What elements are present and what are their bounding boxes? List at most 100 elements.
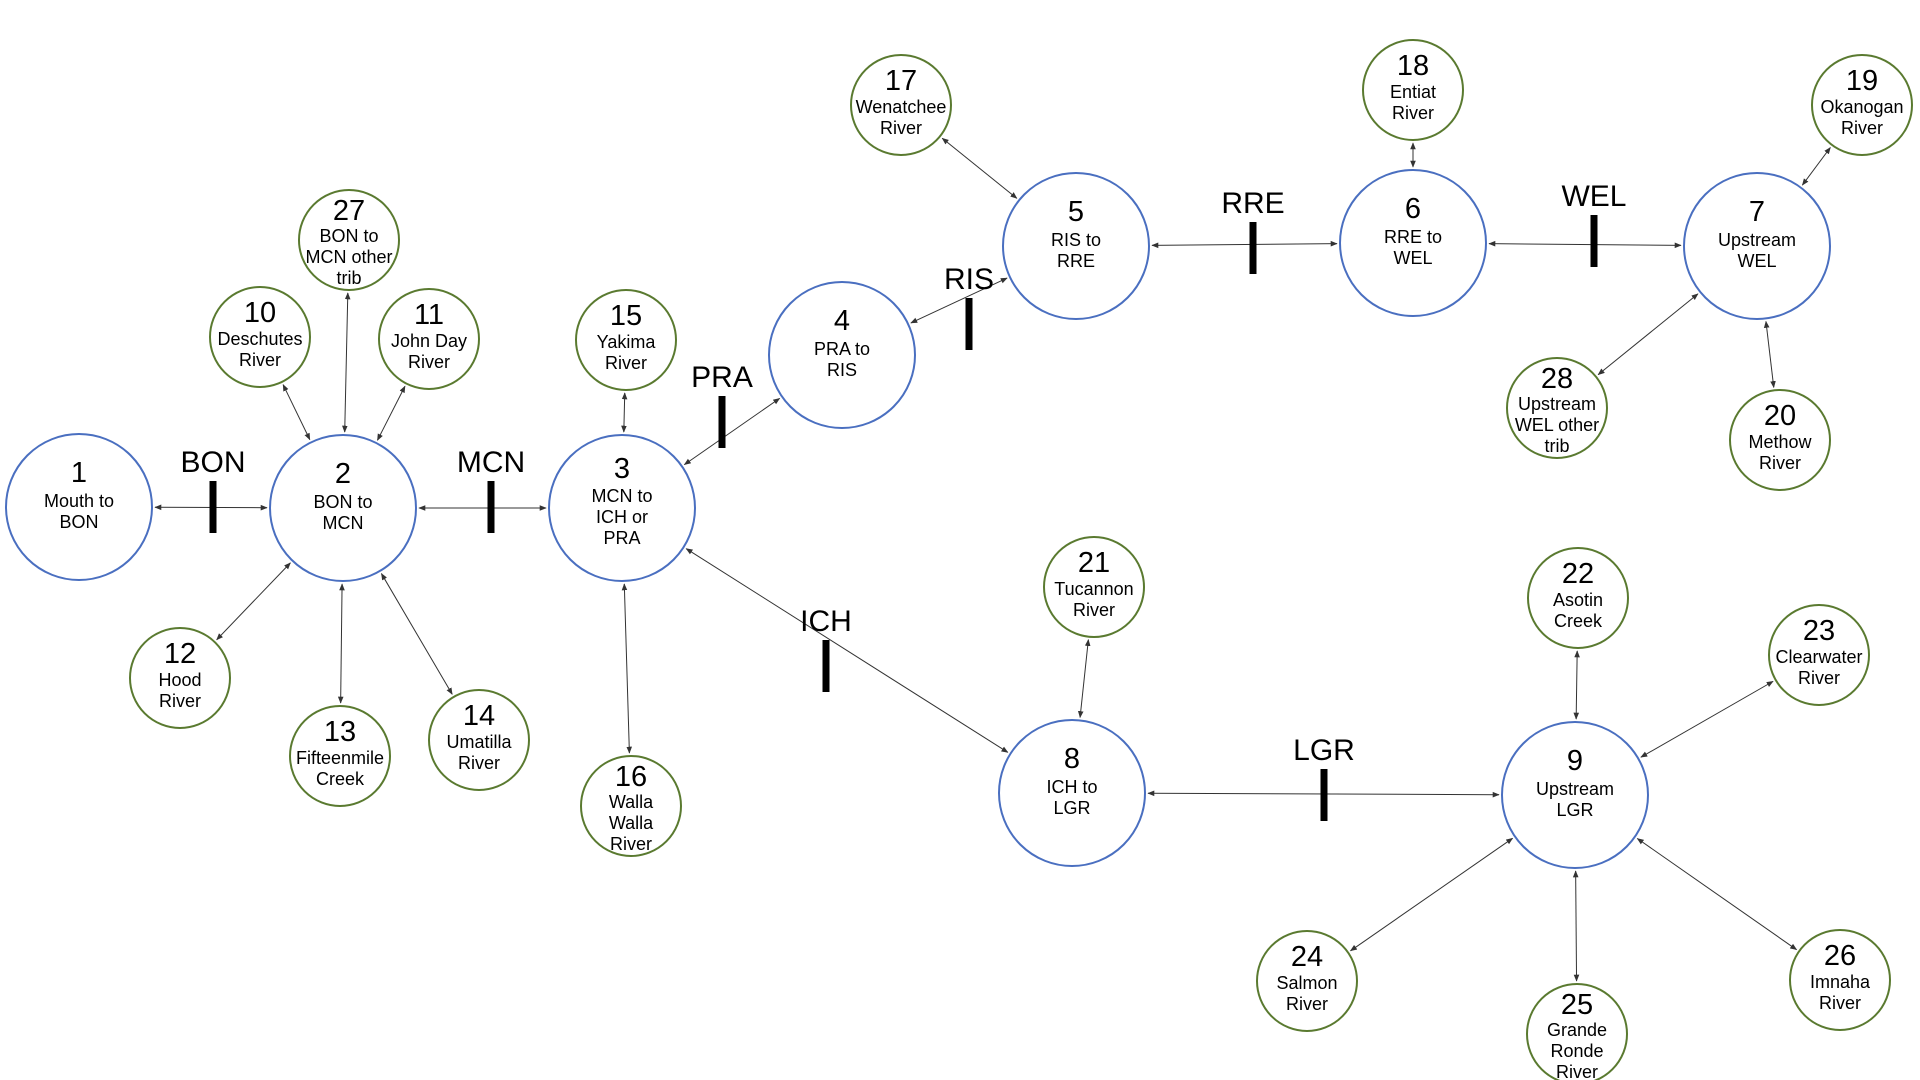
node-label-1-line-1: Mouth to [44,491,114,511]
node-number-21: 21 [1078,547,1110,579]
node-label-10-line-1: Deschutes [217,329,302,349]
node-circle-3 [548,434,696,582]
node-label-2-line-1: BON to [313,492,372,512]
edge-5-6 [1151,240,1338,249]
node-label-28-line-1: Upstream [1518,394,1596,414]
node-number-4: 4 [834,305,850,337]
node-label-17-line-2: River [880,118,922,138]
node-label-5-line-2: RRE [1057,251,1095,271]
node-circle-6 [1339,169,1487,317]
node-label-6-line-2: WEL [1393,248,1432,268]
node-number-14: 14 [463,700,495,732]
edge-6-7 [1488,240,1682,249]
node-number-2: 2 [335,458,351,490]
node-label-9-line-1: Upstream [1536,779,1614,799]
node-number-9: 9 [1567,745,1583,777]
node-circle-11 [378,288,480,390]
node-circle-8 [998,719,1146,867]
node-label-5-line-1: RIS to [1051,230,1101,250]
edge-7-28 [1597,293,1699,376]
node-label-19-line-1: Okanogan [1820,97,1903,117]
node-number-19: 19 [1846,65,1878,97]
node-label-8-line-1: ICH to [1046,777,1097,797]
edge-7-20 [1763,320,1776,389]
dam-bar-pra [718,396,726,448]
edge-2-12 [216,562,291,641]
node-label-1-line-2: BON [59,512,98,532]
node-number-27: 27 [333,195,365,227]
node-label-15-line-1: Yakima [597,332,657,352]
node-circle-1 [5,433,153,581]
node-number-23: 23 [1803,615,1835,647]
node-number-6: 6 [1405,193,1421,225]
node-label-25-line-2: Ronde [1550,1041,1603,1061]
edge-7-19 [1801,146,1831,186]
node-circle-20 [1729,389,1831,491]
node-label-3-line-1: MCN to [591,486,652,506]
node-circle-18 [1362,39,1464,141]
dam-label-wel: WEL [1561,180,1626,213]
edge-4-5 [910,277,1008,324]
node-number-1: 1 [71,457,87,489]
node-label-24-line-1: Salmon [1276,973,1337,993]
node-label-7-line-2: WEL [1737,251,1776,271]
edge-9-23 [1640,680,1774,758]
dam-bar-ris [965,298,973,350]
node-label-6-line-1: RRE to [1384,227,1442,247]
dam-bar-lgr [1320,769,1328,821]
node-label-11-line-2: River [408,352,450,372]
dam-label-ris: RIS [944,263,994,296]
dam-label-mcn: MCN [457,446,525,479]
node-label-28-line-3: trib [1544,436,1569,456]
edge-2-11 [377,385,406,441]
node-label-22-line-2: Creek [1554,611,1603,631]
node-label-20-line-2: River [1759,453,1801,473]
edge-2-13 [337,583,345,704]
node-number-3: 3 [614,453,630,485]
node-number-8: 8 [1064,743,1080,775]
node-label-4-line-2: RIS [827,360,857,380]
node-label-21-line-2: River [1073,600,1115,620]
dam-bar-mcn [487,481,495,533]
node-circle-2 [269,434,417,582]
node-label-19-line-2: River [1841,118,1883,138]
node-circle-12 [129,627,231,729]
node-label-16-line-3: River [610,834,652,854]
node-circle-22 [1527,547,1629,649]
node-circle-25 [1526,983,1628,1080]
node-number-26: 26 [1824,940,1856,972]
node-label-23-line-1: Clearwater [1775,647,1862,667]
edge-9-26 [1636,838,1798,951]
edges-layer [154,137,1831,982]
node-circle-24 [1256,930,1358,1032]
node-label-16-line-1: Walla [609,792,654,812]
node-label-18-line-2: River [1392,103,1434,123]
dam-bar-bon [209,481,217,533]
node-number-13: 13 [324,716,356,748]
node-label-3-line-3: PRA [603,528,640,548]
node-label-28-line-2: WEL other [1515,415,1599,435]
node-label-22-line-1: Asotin [1553,590,1603,610]
node-number-15: 15 [610,300,642,332]
node-label-26-line-2: River [1819,993,1861,1013]
edge-9-24 [1349,837,1514,952]
